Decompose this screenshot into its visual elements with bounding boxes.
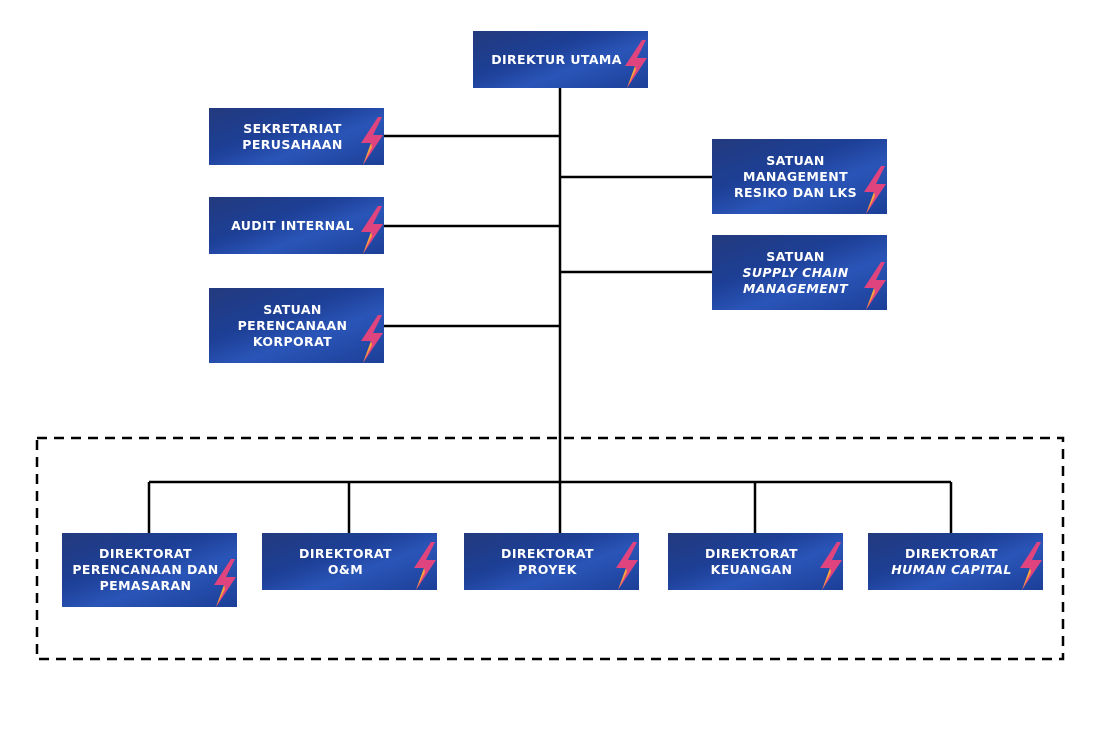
node-label: DIREKTORAT [905,545,998,561]
lightning-bolt-icon [625,40,647,88]
node-label: SEKRETARIAT [243,120,342,136]
lightning-bolt-icon [820,542,842,590]
node-label: DIREKTORAT [99,546,192,561]
node-audit-internal: AUDIT INTERNAL [209,197,384,254]
lightning-bolt-icon [1020,542,1042,590]
node-label: PERUSAHAAN [242,136,343,152]
lightning-bolt-icon [214,559,236,607]
lightning-bolt-icon [361,315,383,363]
lightning-bolt-icon [864,262,886,310]
node-label: DIREKTORAT [299,545,392,561]
node-direktorat-om: DIREKTORAT O&M [262,533,437,590]
lightning-bolt-icon [864,166,886,214]
node-direktorat-keuangan: DIREKTORAT KEUANGAN [668,533,843,590]
node-label: O&M [327,561,364,577]
lightning-bolt-icon [361,117,383,165]
node-label: DIREKTORAT [705,545,798,561]
node-satuan-perencanaan-korporat: SATUAN PERENCANAAN KORPORAT [209,288,384,363]
node-label: SATUAN [263,301,322,317]
node-label: DIREKTUR UTAMA [491,51,622,67]
node-label: PERENCANAAN [237,317,348,333]
node-sekretariat-perusahaan: SEKRETARIAT PERUSAHAAN [209,108,384,165]
node-direktorat-human-capital: DIREKTORAT HUMAN CAPITAL [868,533,1043,590]
node-satuan-supply-chain: SATUAN SUPPLY CHAIN MANAGEMENT [712,235,887,310]
node-label: DIREKTORAT PROYEK [501,545,594,577]
node-label: SATUAN [766,248,825,264]
node-label: PEMASARAN [99,578,192,593]
node-direktur-utama: DIREKTUR UTAMA [473,31,648,88]
lightning-bolt-icon [361,206,383,254]
directorate-frame [35,436,1065,661]
node-satuan-management-resiko: SATUAN MANAGEMENT RESIKO DAN LKS [712,139,887,214]
node-direktorat-perencanaan: DIREKTORAT PERENCANAAN DAN PEMASARAN [62,533,237,607]
node-label: MANAGEMENT [742,280,848,296]
node-label: PERENCANAAN DAN [72,562,219,577]
node-label: RESIKO DAN LKS [733,184,858,200]
node-label: SUPPLY CHAIN [742,264,849,280]
node-label: SATUAN [766,152,825,168]
lightning-bolt-icon [616,542,638,590]
node-label: HUMAN CAPITAL [891,561,1012,577]
node-direktorat-proyek: DIREKTORAT PROYEK [464,533,639,590]
node-label: AUDIT INTERNAL [231,217,354,233]
lightning-bolt-icon [414,542,436,590]
node-label: KEUANGAN [710,561,793,577]
node-label: KORPORAT [252,333,333,349]
node-label: MANAGEMENT [742,168,848,184]
